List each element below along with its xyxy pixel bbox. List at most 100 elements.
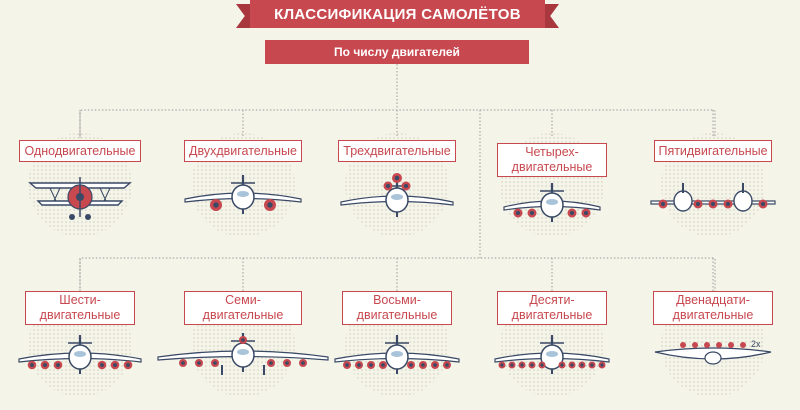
- wheel: [85, 214, 91, 220]
- engine-core: [530, 363, 534, 367]
- engine-core: [710, 201, 716, 207]
- root-node-engine-count: По числу двигателей: [265, 40, 529, 64]
- plane-six-engines: [18, 335, 142, 374]
- category-label-8-engines: Восьми-двигательные: [342, 291, 452, 325]
- engine-core: [269, 361, 273, 365]
- plane-three-engines: [340, 173, 454, 217]
- category-label-line1: Трехдвигательные: [343, 143, 451, 158]
- engine: [716, 342, 722, 348]
- category-label-line2: двигательные: [672, 308, 754, 322]
- engine-core: [381, 363, 385, 367]
- category-label-line1: Семи-: [225, 293, 261, 307]
- engine-core: [660, 201, 666, 207]
- category-label-4-engines: Четырех-двигательные: [497, 143, 607, 177]
- engine-core: [760, 201, 766, 207]
- engine-core: [409, 363, 413, 367]
- engine-core: [213, 361, 217, 365]
- fuselage: [733, 190, 753, 212]
- page-title: КЛАССИФИКАЦИЯ САМОЛЁТОВ: [250, 0, 545, 28]
- cockpit: [390, 194, 404, 200]
- engine-core: [560, 363, 564, 367]
- connector-lines: [79, 64, 716, 292]
- category-label-line1: Однодвигательные: [24, 143, 136, 158]
- category-label-line1: Восьми-: [373, 293, 421, 307]
- strut: [53, 187, 61, 202]
- engine-core: [580, 363, 584, 367]
- engine-core: [695, 201, 701, 207]
- cockpit: [236, 191, 250, 197]
- engine-core: [569, 210, 575, 216]
- engine-core: [540, 363, 544, 367]
- category-label-line2: двигательные: [356, 308, 438, 322]
- engine-core: [445, 363, 449, 367]
- engine-core: [301, 361, 305, 365]
- category-label-2-engines: Двухдвигательные: [184, 140, 302, 162]
- plane-single-engine: [28, 177, 132, 220]
- category-label-line1: Четырех-: [525, 145, 579, 159]
- wheel: [69, 214, 75, 220]
- category-label-3-engines: Трехдвигательные: [338, 140, 456, 162]
- plane-two-engines: [184, 175, 302, 214]
- engine-core: [267, 202, 273, 208]
- engine-core: [725, 201, 731, 207]
- engine-core: [197, 361, 201, 365]
- strut: [99, 187, 107, 202]
- engine-core: [394, 175, 400, 181]
- engine-multiplier-annotation: 2x: [751, 339, 761, 349]
- engine: [740, 342, 746, 348]
- category-label-line1: Пятидвигательные: [658, 143, 768, 158]
- category-label-5-engines: Пятидвигательные: [654, 140, 772, 162]
- engine: [728, 342, 734, 348]
- engine: [680, 342, 686, 348]
- category-label-line1: Двухдвигательные: [189, 143, 297, 158]
- engine-core: [433, 363, 437, 367]
- engine-core: [181, 361, 185, 365]
- engine-core: [100, 363, 104, 367]
- engine-core: [583, 210, 589, 216]
- category-label-line1: Десяти-: [529, 293, 575, 307]
- engine-core: [500, 363, 504, 367]
- cockpit: [73, 351, 87, 357]
- engine: [692, 342, 698, 348]
- engine-core: [600, 363, 604, 367]
- engine-core: [510, 363, 514, 367]
- plane-ten-engines: [494, 335, 610, 374]
- fuselage: [673, 190, 693, 212]
- category-label-12-engines: Двенадцати-двигательные: [653, 291, 773, 325]
- category-label-6-engines: Шести-двигательные: [25, 291, 135, 325]
- cockpit: [545, 351, 559, 357]
- engine-core: [43, 363, 47, 367]
- engine-core: [529, 210, 535, 216]
- engine: [704, 342, 710, 348]
- category-label-line2: двигательные: [202, 308, 284, 322]
- plane-seven-engines: [157, 333, 329, 375]
- engine-core: [369, 363, 373, 367]
- plane-five-engines: [650, 183, 776, 212]
- engine-core: [241, 338, 245, 342]
- aircraft-illustrations: 2x: [18, 173, 776, 375]
- cockpit: [390, 351, 404, 357]
- engine-core: [345, 363, 349, 367]
- engine-core: [590, 363, 594, 367]
- engine-core: [403, 183, 409, 189]
- engine-core: [30, 363, 34, 367]
- engine-core: [56, 363, 60, 367]
- engine-core: [385, 183, 391, 189]
- engine-core: [126, 363, 130, 367]
- engine-core: [285, 361, 289, 365]
- category-label-7-engines: Семи-двигательные: [184, 291, 302, 325]
- cockpit: [236, 349, 250, 355]
- category-label-line2: двигательные: [511, 308, 593, 322]
- plane-four-engines: [503, 183, 601, 222]
- cockpit: [704, 351, 722, 365]
- plane-twelve-engines: 2x: [654, 339, 772, 365]
- category-label-1-engines: Однодвигательные: [19, 140, 141, 162]
- category-label-line2: двигательные: [511, 160, 593, 174]
- category-label-line1: Шести-: [59, 293, 101, 307]
- engine-core: [570, 363, 574, 367]
- engine-core: [520, 363, 524, 367]
- cockpit: [545, 199, 559, 205]
- engine-core: [213, 202, 219, 208]
- category-label-line1: Двенадцати-: [676, 293, 750, 307]
